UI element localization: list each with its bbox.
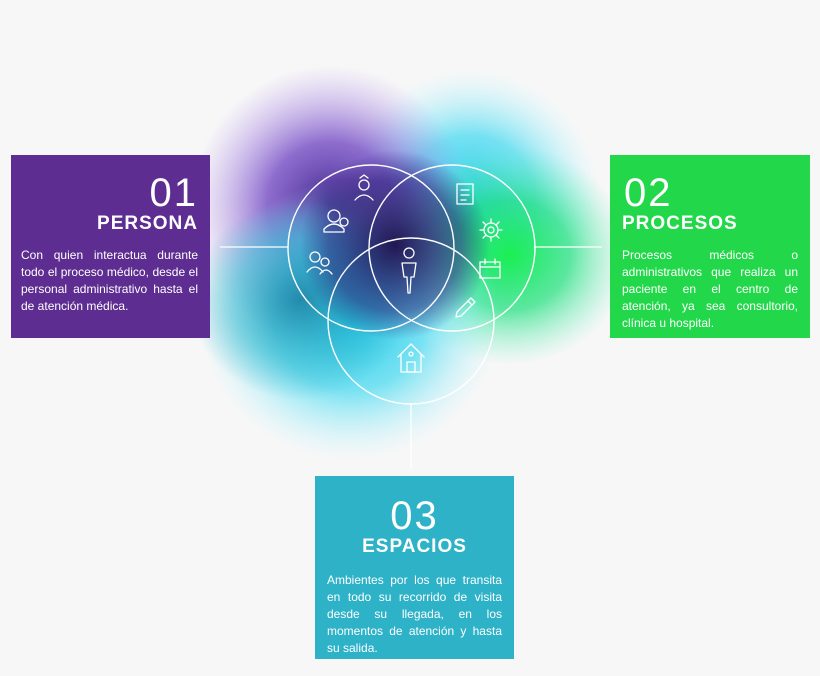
connector-lines [220,246,602,470]
card-title: PERSONA [97,213,198,234]
calendar-icon [479,258,501,279]
home-icon [397,343,425,373]
card-title: ESPACIOS [362,536,467,557]
user-badge-icon [354,174,374,201]
card-description: Con quien interactua durante todo el pro… [21,248,198,313]
people-icon [323,209,349,233]
card-description: Ambientes por los que transita en todo s… [327,573,502,655]
document-icon [456,183,474,205]
card-number: 02 [624,171,673,215]
circle-espacios [327,237,495,405]
card-description: Procesos médicos o administrativos que r… [622,248,798,330]
person-icon [401,247,417,294]
circle-persona [287,164,455,332]
background-glow [190,65,630,460]
card-persona: 01 PERSONA Con quien interactua durante … [11,155,210,338]
card-title: PROCESOS [622,213,738,234]
pencil-icon [455,297,476,318]
circle-procesos [368,164,536,332]
card-espacios: 03 ESPACIOS Ambientes por los que transi… [315,476,514,659]
card-procesos: 02 PROCESOS Procesos médicos o administr… [610,155,810,338]
card-number: 01 [149,171,198,215]
gear-icon [479,218,503,242]
card-number: 03 [390,494,439,538]
group-icon [306,251,333,275]
